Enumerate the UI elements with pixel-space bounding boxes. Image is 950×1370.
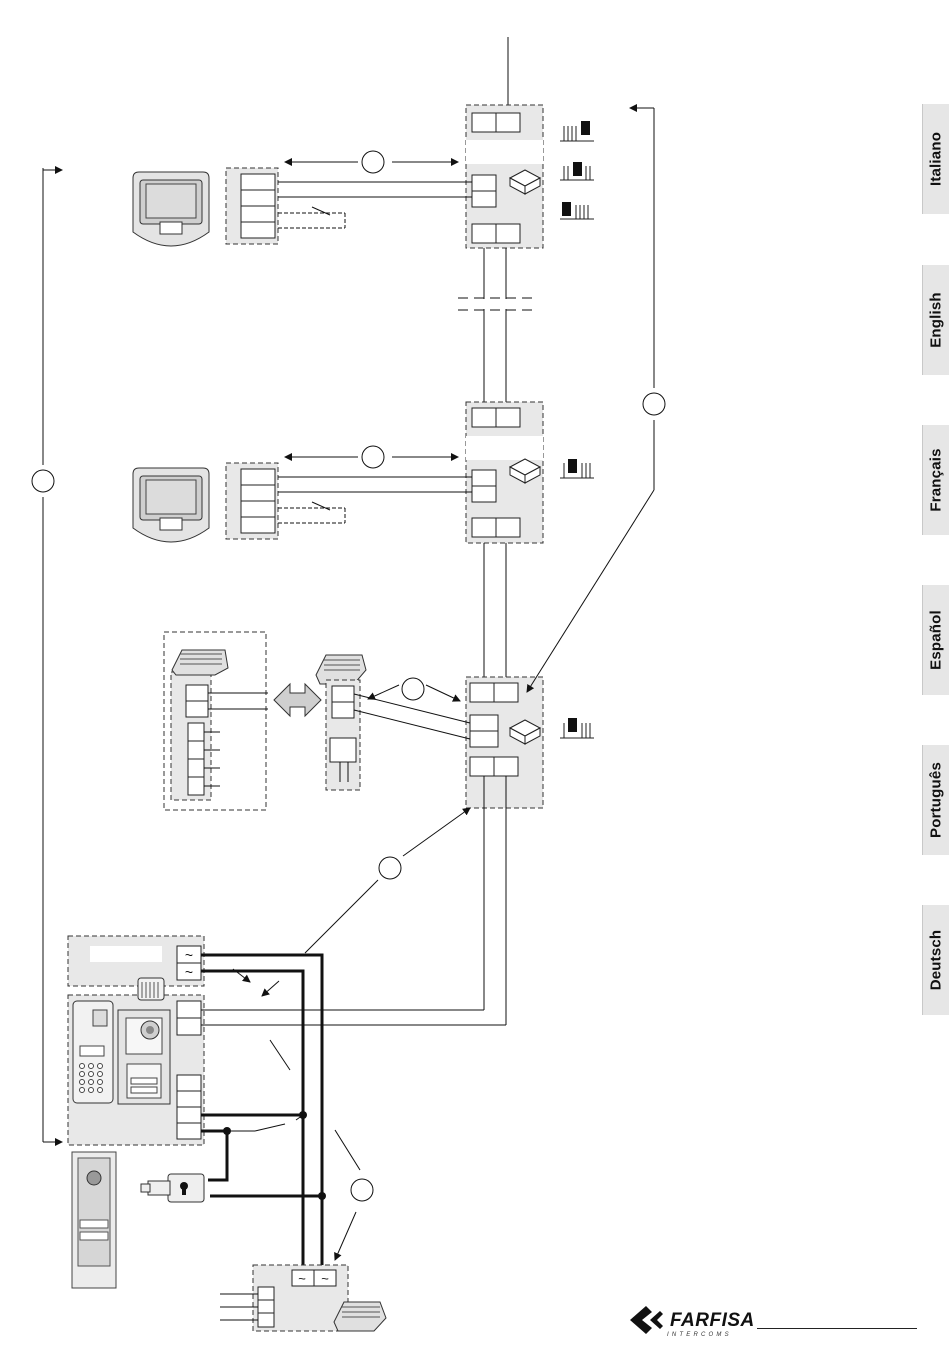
din-module-icon [334,1302,386,1331]
tab-deutsch[interactable]: Deutsch [922,905,949,1015]
callout-circle [643,393,665,415]
callout-circle [379,857,401,879]
interface-module-enclosure [164,632,266,810]
video-monitor-2 [133,468,209,542]
tab-italiano[interactable]: Italiano [922,104,949,214]
mains-supply-box: ~ ~ [253,1265,386,1331]
monitor-terminal-2 [226,463,278,539]
transformer-icon [138,978,164,1000]
door-lock-icon [141,1174,204,1202]
door-station-box [68,978,204,1145]
callout-circle [362,446,384,468]
footer-rule [757,1328,917,1329]
door-station-photo [72,1152,116,1288]
ac-symbol: ~ [185,964,193,980]
dip-switch-icon [560,121,594,219]
callout-circle [402,678,424,700]
video-monitor-1 [133,172,209,246]
farfisa-logo-icon [630,1306,663,1334]
dip-switch-icon [560,459,594,478]
callout-circle [32,470,54,492]
din-module-icon [172,650,228,675]
tab-label: Italiano [928,132,945,186]
adapter-module [316,655,366,790]
tab-espanol[interactable]: Español [922,585,949,695]
distributor-3 [466,677,543,808]
tab-label: Français [928,448,945,511]
tab-label: Deutsch [928,930,945,991]
tab-portugues[interactable]: Português [922,745,949,855]
tab-label: English [928,292,945,348]
ac-symbol: ~ [321,1271,329,1286]
brand-tagline: INTERCOMS [667,1332,732,1338]
dip-switch-icon [560,718,594,738]
monitor-terminal-1 [226,168,278,244]
callout-circle [351,1179,373,1201]
keypad-panel [73,1001,113,1103]
tab-label: Português [928,762,945,838]
camera-panel [118,1010,170,1104]
brand-name: FARFISA [670,1310,755,1332]
bidirectional-arrow-icon [274,684,321,716]
callout-circle [362,151,384,173]
ac-symbol: ~ [185,947,193,963]
ac-symbol: ~ [298,1271,306,1286]
distributor-1 [466,105,543,248]
tab-francais[interactable]: Français [922,425,949,535]
tab-label: Español [928,610,945,670]
tab-english[interactable]: English [922,265,949,375]
distributor-2 [466,402,543,543]
power-supply-box: ~ ~ [68,936,204,986]
